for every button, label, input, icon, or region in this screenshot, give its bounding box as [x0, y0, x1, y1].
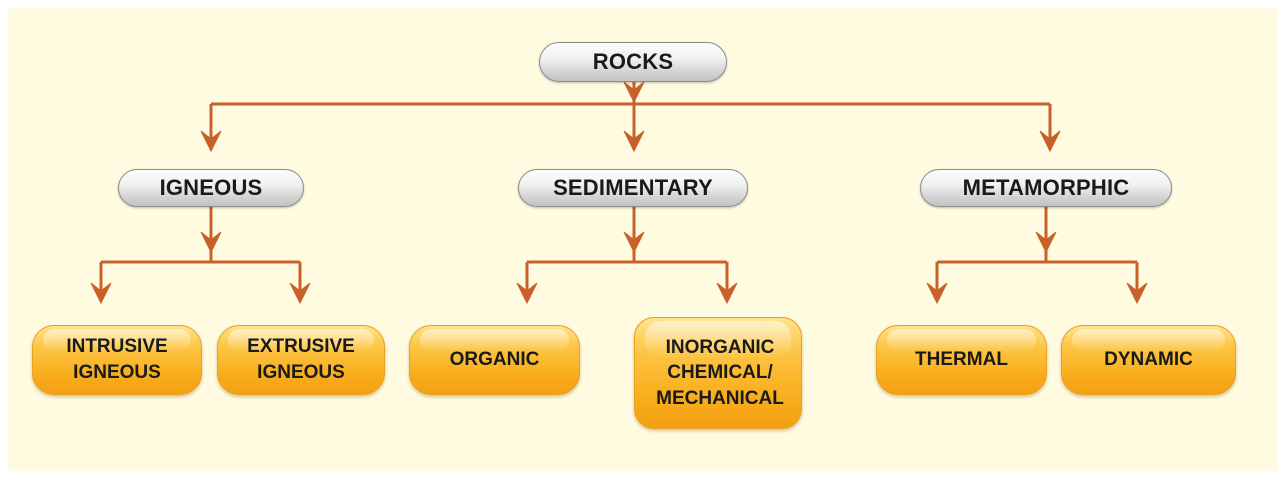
node-intrusive-igneous: INTRUSIVE IGNEOUS: [32, 325, 202, 395]
arrowhead-thermal: [926, 282, 948, 305]
arrowhead-metamorphic: [1039, 130, 1061, 153]
arrowhead-intrusive: [90, 282, 112, 305]
arrowhead-sedimentary: [623, 130, 645, 153]
node-sedimentary-label: SEDIMENTARY: [553, 175, 713, 200]
arrowhead-organic: [516, 282, 538, 305]
arrowhead-extrusive: [289, 282, 311, 305]
node-organic-line-1: ORGANIC: [449, 349, 540, 371]
node-intrusive-igneous-line-2: IGNEOUS: [73, 362, 161, 383]
node-extrusive-igneous-line-2: IGNEOUS: [257, 362, 345, 383]
node-metamorphic-label: METAMORPHIC: [962, 175, 1130, 200]
node-sedimentary: SEDIMENTARY: [518, 169, 748, 207]
node-thermal-line-1: THERMAL: [915, 349, 1008, 371]
arrowhead-root: [623, 81, 645, 104]
node-dynamic-line-1: DYNAMIC: [1104, 349, 1193, 371]
node-inorganic-chemical-mechanical: INORGANIC CHEMICAL/ MECHANICAL: [634, 317, 802, 429]
arrowhead-igneous-stem: [200, 231, 222, 254]
arrowhead-dynamic: [1126, 282, 1148, 305]
node-extrusive-igneous: EXTRUSIVE IGNEOUS: [217, 325, 385, 395]
node-dynamic: DYNAMIC: [1061, 325, 1236, 395]
node-inorganic-line-1: INORGANIC: [665, 336, 775, 358]
node-rocks-label: ROCKS: [592, 49, 674, 74]
node-organic: ORGANIC: [409, 325, 580, 395]
node-inorganic-line-2: CHEMICAL/: [667, 362, 773, 384]
arrowhead-igneous: [200, 130, 222, 153]
node-metamorphic: METAMORPHIC: [920, 169, 1172, 207]
node-rocks: ROCKS: [539, 42, 727, 82]
arrowhead-metamorphic-stem: [1035, 231, 1057, 254]
node-intrusive-igneous-line-1: INTRUSIVE: [66, 336, 168, 358]
arrowhead-sedimentary-stem: [623, 231, 645, 254]
node-igneous-label: IGNEOUS: [159, 175, 263, 200]
node-thermal: THERMAL: [876, 325, 1047, 395]
node-extrusive-igneous-line-1: EXTRUSIVE: [247, 336, 355, 358]
node-igneous: IGNEOUS: [118, 169, 304, 207]
node-inorganic-line-3: MECHANICAL: [656, 387, 784, 409]
arrowhead-inorganic: [716, 282, 738, 305]
